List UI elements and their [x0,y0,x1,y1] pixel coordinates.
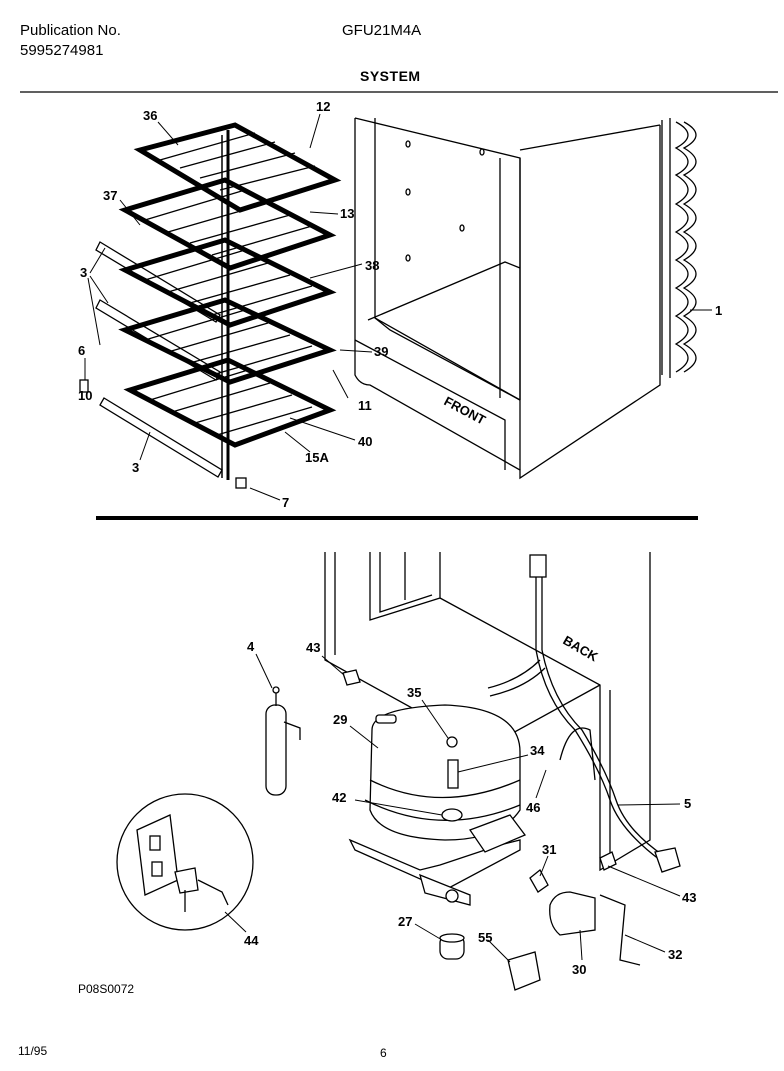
callout-36: 36 [143,108,157,123]
callout-13: 13 [340,206,354,221]
callout-39: 39 [374,344,388,359]
model-number: GFU21M4A [342,22,422,39]
relay-overload [507,851,641,991]
callout-10: 10 [78,388,92,403]
callout-1: 1 [715,303,722,318]
callout-15a: 15A [305,450,329,465]
grommet [439,933,465,960]
compressor [348,704,527,906]
callout-7: 7 [282,495,289,510]
leader-lines [84,113,712,963]
callout-55: 55 [478,930,492,945]
callout-4: 4 [247,639,255,654]
callout-11: 11 [358,398,372,413]
callout-35: 35 [407,685,421,700]
callout-44: 44 [244,933,259,948]
callout-3-upper: 3 [80,265,87,280]
filter-drier [265,686,301,796]
callout-6: 6 [78,343,85,358]
callout-12: 12 [316,99,330,114]
callout-42: 42 [332,790,346,805]
callout-43-upper: 43 [306,640,320,655]
section-title: SYSTEM [360,68,421,84]
callout-40: 40 [358,434,372,449]
publication-number: 5995274981 [20,42,104,59]
publication-label: Publication No. [20,22,121,39]
back-label: BACK [561,633,602,665]
callout-3-lower: 3 [132,460,139,475]
page-number: 6 [380,1046,387,1060]
figure-code: P08S0072 [78,982,135,996]
callout-38: 38 [365,258,379,273]
wiring-harness [487,554,681,873]
callout-29: 29 [333,712,347,727]
condenser-coil [661,118,697,378]
callout-43-lower: 43 [682,890,696,905]
callout-34: 34 [530,743,545,758]
footer-date: 11/95 [18,1044,48,1058]
callout-30: 30 [572,962,586,977]
evaporator-shelves [79,122,342,489]
callout-32: 32 [668,947,682,962]
outlet-detail [116,793,254,931]
callout-27: 27 [398,914,412,929]
callout-5: 5 [684,796,691,811]
callout-46: 46 [526,800,540,815]
clip-43-upper [342,669,361,686]
cabinet-drawing [354,117,661,480]
callout-31: 31 [542,842,556,857]
callout-37: 37 [103,188,117,203]
